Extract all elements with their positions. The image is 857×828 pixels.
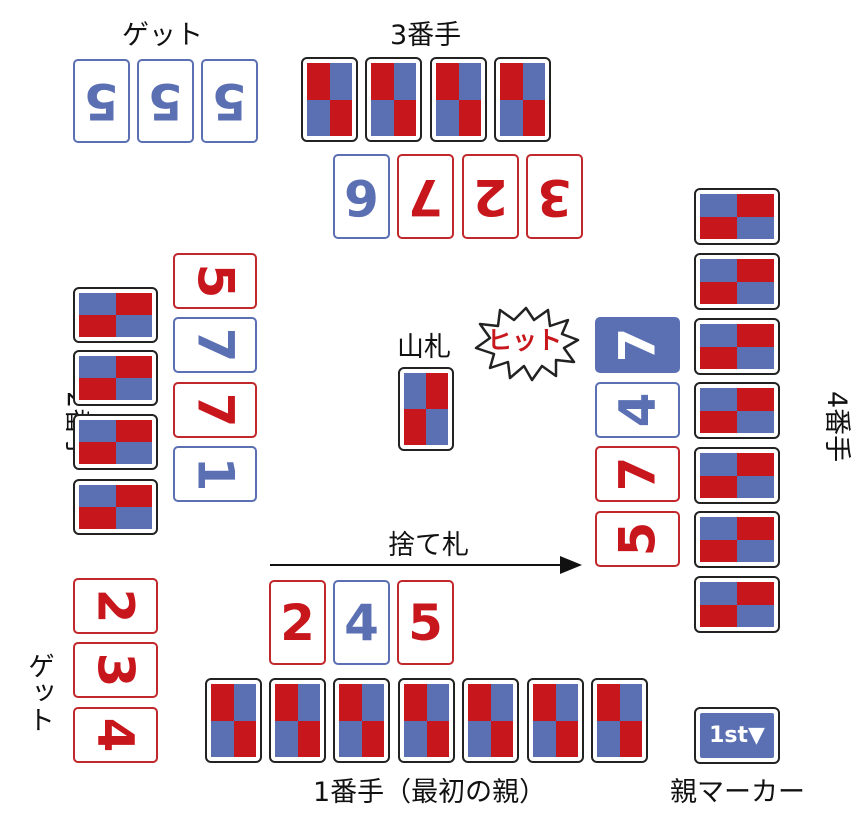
p1-card-3: 5 — [397, 580, 454, 665]
card-back — [269, 678, 326, 763]
card-back — [205, 678, 262, 763]
get-card-top-2: 5 — [137, 59, 194, 143]
p2-card-2: 7 — [173, 317, 257, 373]
player1-label: 1番手（最初の親） — [313, 777, 547, 808]
card-back — [365, 57, 422, 142]
card-back — [73, 350, 158, 406]
deck-card-back — [398, 367, 454, 451]
get-card-left-2: 3 — [73, 642, 158, 698]
card-back — [694, 318, 780, 375]
dealer-marker: 1st▼ — [694, 707, 780, 764]
card-back — [462, 678, 519, 763]
get-card-top-1: 5 — [73, 59, 130, 143]
p4-card-3: 7 — [595, 446, 680, 502]
card-back — [694, 382, 780, 439]
card-back — [694, 576, 780, 633]
card-back — [430, 57, 487, 142]
card-back — [73, 414, 158, 470]
card-back — [301, 57, 358, 142]
p1-card-2: 4 — [333, 580, 390, 665]
get-card-left-1: 2 — [73, 578, 158, 634]
player3-label: 3番手 — [390, 20, 462, 51]
card-back — [398, 678, 455, 763]
p3-card-3: 2 — [462, 154, 519, 239]
card-back — [73, 479, 158, 535]
p2-card-4: 1 — [173, 446, 257, 502]
card-back — [694, 511, 780, 568]
card-back — [694, 188, 780, 245]
dealer-marker-label: 親マーカー — [670, 777, 805, 808]
get-card-top-3: 5 — [201, 59, 258, 143]
discard-label: 捨て札 — [388, 530, 469, 561]
get-card-left-3: 4 — [73, 707, 158, 763]
p4-card-2: 4 — [595, 382, 680, 438]
get-label-left: ゲット — [23, 652, 54, 733]
card-back — [527, 678, 584, 763]
p2-card-3: 7 — [173, 382, 257, 438]
dealer-marker-text: 1st▼ — [700, 713, 774, 758]
p3-card-2: 7 — [397, 154, 454, 239]
card-back — [494, 57, 551, 142]
p3-card-1: 6 — [333, 154, 390, 239]
p1-card-1: 2 — [269, 580, 326, 665]
p4-card-4: 5 — [595, 511, 680, 567]
get-label-top: ゲット — [122, 20, 203, 51]
card-back — [694, 447, 780, 504]
deck-label: 山札 — [397, 332, 451, 363]
p4-card-1: 7 — [595, 317, 680, 373]
card-back — [591, 678, 648, 763]
card-back — [694, 253, 780, 310]
hit-label: ヒット — [487, 326, 563, 355]
p3-card-4: 3 — [526, 154, 583, 239]
right-arrow-icon — [270, 556, 582, 574]
p2-card-1: 5 — [173, 253, 257, 309]
player4-label: 4番手 — [821, 391, 852, 463]
explosion-burst-icon — [474, 306, 580, 382]
card-back — [73, 287, 158, 343]
card-back — [333, 678, 390, 763]
